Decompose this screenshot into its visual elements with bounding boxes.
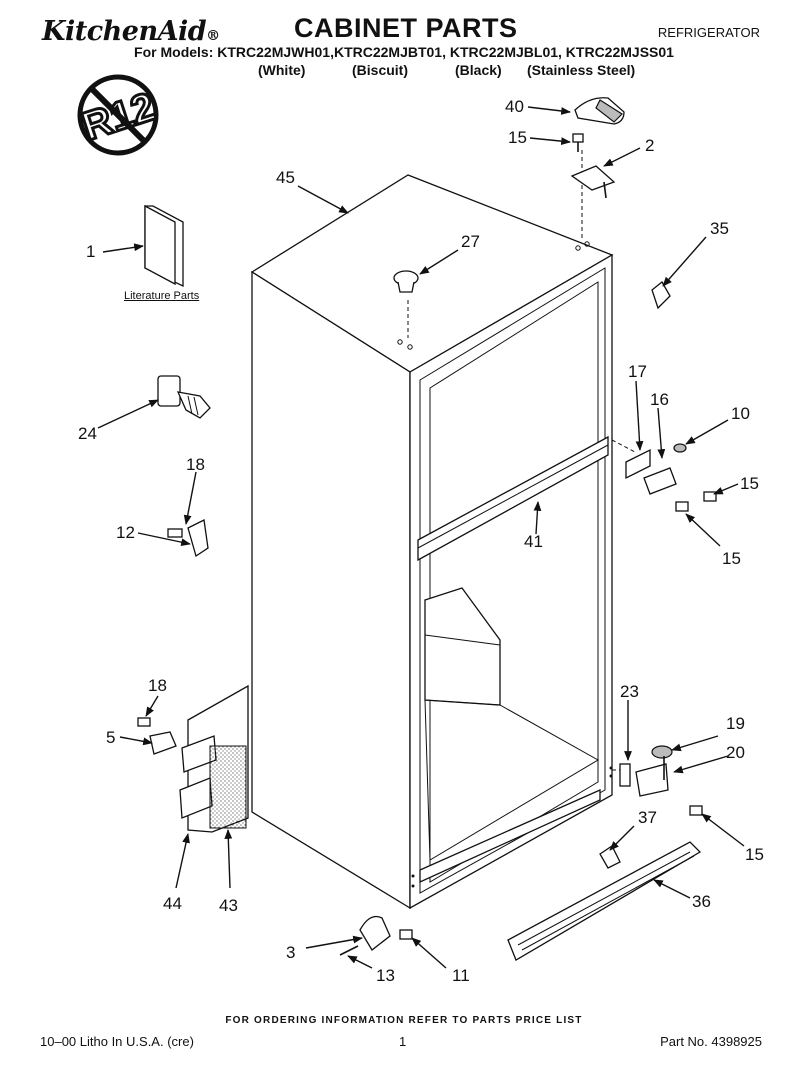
callout-13: 13 (376, 966, 395, 985)
callout-15-center-lower: 15 (722, 549, 741, 568)
hinge-cap (651, 281, 671, 310)
callout-18-upper: 18 (186, 455, 205, 474)
bottom-hinge (635, 745, 703, 816)
top-hinge (570, 165, 616, 199)
callout-15-bottom-screw: 15 (745, 845, 764, 864)
callout-40: 40 (505, 97, 524, 116)
brand-logo: KitchenAid® (42, 16, 220, 47)
top-hinge-cover (574, 97, 625, 125)
brand-name: KitchenAid (42, 16, 207, 47)
center-hinge (625, 443, 717, 512)
leveling-leg (157, 375, 211, 419)
color-black: (Black) (455, 62, 502, 78)
callout-35: 35 (710, 219, 729, 238)
color-white: (White) (258, 62, 306, 78)
callout-43: 43 (219, 896, 238, 915)
part-number: Part No. 4398925 (660, 1034, 762, 1049)
callout-10: 10 (731, 404, 750, 423)
callout-20: 20 (726, 743, 745, 762)
callout-2: 2 (645, 136, 655, 155)
roller-bracket-left (167, 519, 209, 558)
literature-parts-label: Literature Parts (124, 290, 200, 302)
plug-button (393, 270, 419, 293)
callout-27: 27 (461, 232, 480, 251)
callout-19: 19 (726, 714, 745, 733)
ordering-note: FOR ORDERING INFORMATION REFER TO PARTS … (225, 1015, 583, 1026)
callout-24: 24 (78, 424, 97, 443)
callout-41: 41 (524, 532, 543, 551)
toe-grille (507, 841, 702, 961)
callout-16: 16 (650, 390, 669, 409)
insulation-pad (209, 745, 247, 829)
callout-3: 3 (286, 943, 296, 962)
color-biscuit: (Biscuit) (352, 62, 408, 78)
callout-12: 12 (116, 523, 135, 542)
litho-text: 10–00 Litho In U.S.A. (cre) (40, 1034, 194, 1049)
callout-45: 45 (276, 168, 295, 187)
callout-37: 37 (638, 808, 657, 827)
top-hinge-screw (572, 133, 584, 152)
hinge-shim (619, 763, 631, 787)
callout-44: 44 (163, 894, 182, 913)
callout-15-center-screw: 15 (740, 474, 759, 493)
callout-36: 36 (692, 892, 711, 911)
brand-registered-mark: ® (206, 28, 220, 44)
callout-11: 11 (452, 966, 470, 985)
literature-booklet (144, 204, 184, 288)
category-label: REFRIGERATOR (657, 25, 760, 40)
page-number: 1 (399, 1034, 407, 1049)
callout-15-top-screw: 15 (508, 128, 527, 147)
page-title: CABINET PARTS (294, 13, 518, 43)
models-line: For Models: KTRC22MJWH01,KTRC22MJBT01, K… (134, 44, 674, 60)
color-stainless-steel: (Stainless Steel) (527, 62, 636, 78)
callout-23: 23 (620, 682, 639, 701)
roller-assembly (339, 915, 413, 956)
callout-5: 5 (106, 728, 116, 747)
callout-17: 17 (628, 362, 647, 381)
cabinet-body (250, 150, 636, 910)
callout-18-lower: 18 (148, 676, 167, 695)
callout-1: 1 (86, 242, 96, 261)
toe-grille-clip (599, 845, 621, 869)
no-r12-badge: R12 (75, 74, 162, 156)
